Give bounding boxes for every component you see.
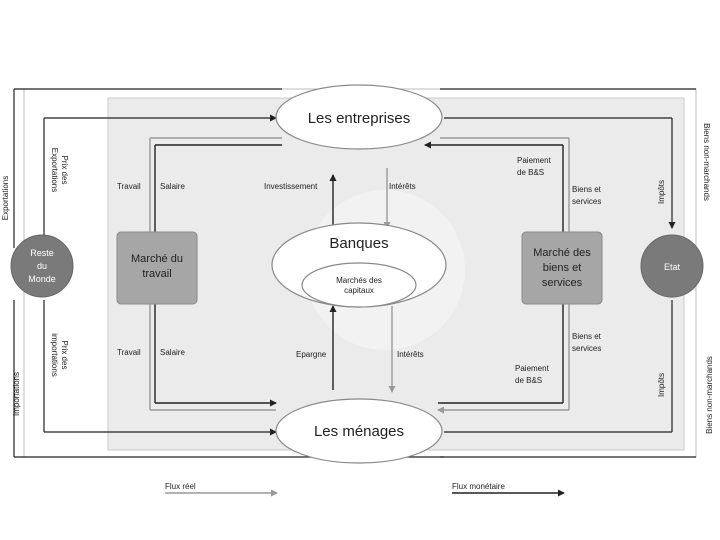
label-impots-bottom: Impôts xyxy=(657,373,666,397)
label-paiement-top-2: de B&S xyxy=(517,168,544,177)
label-prix-exportations-2: Exportations xyxy=(50,148,59,192)
node-marche-biens: Marché des biens et services xyxy=(521,231,603,305)
marche-biens-label-1: Marché des xyxy=(533,247,591,259)
legend-flux-reel-label: Flux réel xyxy=(165,482,196,491)
label-biens-services-top-1: Biens et xyxy=(572,185,602,194)
reste-monde-label-3: Monde xyxy=(28,274,56,284)
marche-biens-label-3: services xyxy=(542,277,583,289)
marche-travail-label-2: travail xyxy=(142,268,171,280)
label-biens-non-marchands-top: Biens non-marchands xyxy=(702,123,711,201)
node-reste-monde: Reste du Monde xyxy=(10,234,74,298)
label-exportations: Exportations xyxy=(1,176,10,220)
node-menages: Les ménages xyxy=(275,398,443,464)
menages-label: Les ménages xyxy=(314,423,404,440)
label-epargne: Epargne xyxy=(296,350,327,359)
label-importations: Importations xyxy=(12,372,21,416)
label-biens-services-bottom-1: Biens et xyxy=(572,332,602,341)
etat-label: Etat xyxy=(664,262,681,272)
label-travail-top: Travail xyxy=(117,182,141,191)
node-banques: Banques Marchés des capitaux xyxy=(271,222,447,308)
legend: Flux réel Flux monétaire xyxy=(165,482,565,497)
label-biens-non-marchands-bottom: Biens non-marchands xyxy=(705,356,714,434)
marches-capitaux-label-2: capitaux xyxy=(344,286,374,295)
label-interets-bottom: Intérêts xyxy=(397,350,424,359)
label-interets-top: Intérêts xyxy=(389,182,416,191)
label-prix-importations-1: Prix des xyxy=(60,341,69,370)
marche-travail-label-1: Marché du xyxy=(131,253,183,265)
legend-flux-monetaire-label: Flux monétaire xyxy=(452,482,505,491)
node-etat: Etat xyxy=(640,234,704,298)
label-prix-importations-2: importations xyxy=(50,333,59,377)
banques-label: Banques xyxy=(329,235,388,252)
label-biens-services-bottom-2: services xyxy=(572,344,601,353)
marches-capitaux-label-1: Marchés des xyxy=(336,276,382,285)
reste-monde-label-2: du xyxy=(37,261,47,271)
node-marche-travail: Marché du travail xyxy=(116,231,198,305)
label-travail-bottom: Travail xyxy=(117,348,141,357)
label-salaire-bottom: Salaire xyxy=(160,348,185,357)
label-prix-exportations-1: Prix des xyxy=(60,156,69,185)
label-paiement-bottom-1: Paiement xyxy=(515,364,550,373)
marche-biens-label-2: biens et xyxy=(543,262,582,274)
label-biens-services-top-2: services xyxy=(572,197,601,206)
reste-monde-label-1: Reste xyxy=(30,248,54,258)
label-salaire-top: Salaire xyxy=(160,182,185,191)
label-paiement-bottom-2: de B&S xyxy=(515,376,542,385)
entreprises-label: Les entreprises xyxy=(308,110,411,127)
node-entreprises: Les entreprises xyxy=(275,84,443,150)
label-impots-top: Impôts xyxy=(657,180,666,204)
label-paiement-top-1: Paiement xyxy=(517,156,552,165)
label-investissement: Investissement xyxy=(264,182,318,191)
